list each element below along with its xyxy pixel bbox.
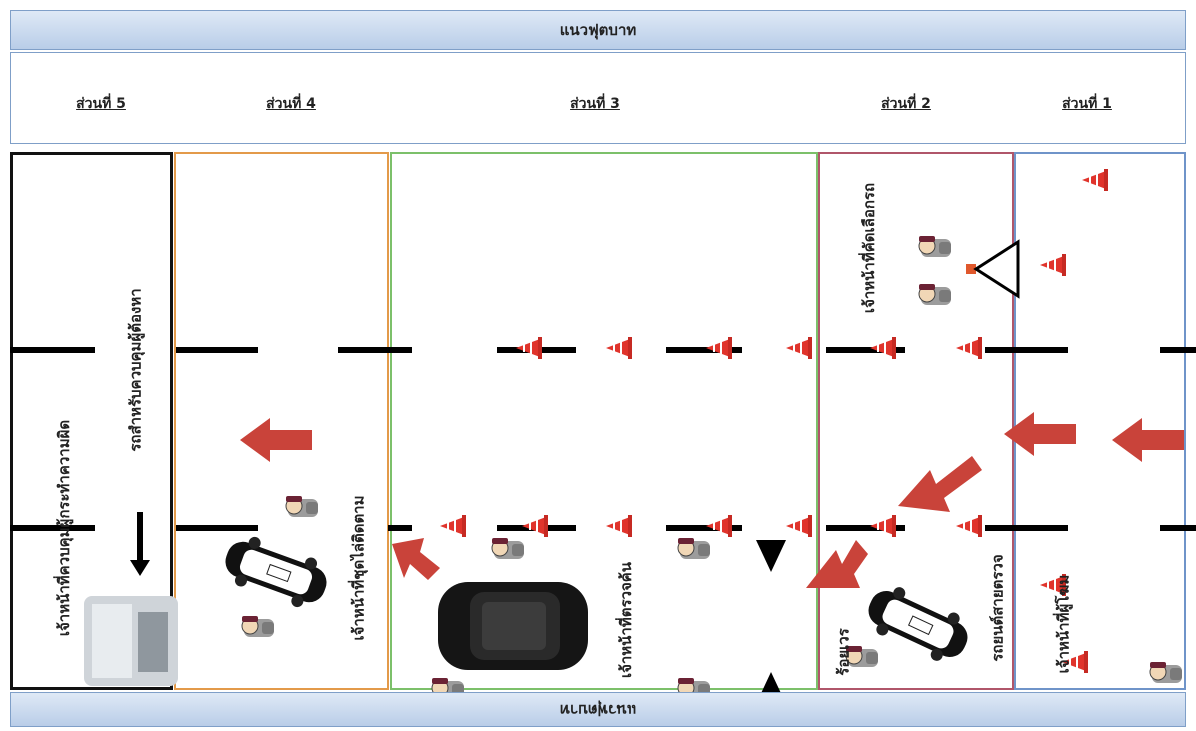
black-car-icon bbox=[438, 582, 588, 670]
section-label-row: ส่วนที่ 5 ส่วนที่ 4 ส่วนที่ 3 ส่วนที่ 2 … bbox=[10, 52, 1186, 144]
section-1-zone bbox=[1014, 152, 1186, 690]
arrow-diagonal-icon bbox=[392, 456, 982, 588]
pursuit-officer-label: เจ้าหน้าที่ชุดไล่ติดตาม bbox=[349, 495, 368, 641]
shoulder-band-bottom: แนวฟุตบาท bbox=[10, 692, 1186, 727]
sidewalk-label: แนวฟุตบาท bbox=[559, 21, 637, 39]
section-2-label: ส่วนที่ 2 bbox=[881, 96, 931, 112]
sidewalk-band-top: แนวฟุตบาท bbox=[10, 10, 1186, 50]
arrow-left-icon bbox=[240, 412, 1184, 462]
checkpoint-sign-icon bbox=[966, 239, 1020, 299]
police-car-icon bbox=[225, 536, 327, 608]
inspector-label: เจ้าหน้าที่ตรวจค้น bbox=[617, 561, 636, 679]
shoulder-label: แนวฟุตบาท bbox=[559, 700, 637, 719]
arrow-down-icon bbox=[130, 512, 150, 576]
section-3-label: ส่วนที่ 3 bbox=[570, 96, 620, 112]
section-5-label: ส่วนที่ 5 bbox=[76, 96, 126, 112]
patrol-car-label: รถยนต์สายตรวจ bbox=[988, 554, 1007, 662]
suspect-vehicle-label: รถสำหรับควบคุมผู้ต้องหา bbox=[126, 288, 145, 452]
lead-officer-label: เจ้าหน้าที่ผู้โฆม bbox=[1054, 574, 1073, 674]
section-1-label: ส่วนที่ 1 bbox=[1062, 96, 1112, 112]
suspect-van-icon bbox=[84, 596, 178, 686]
squad-label: ร้อยเวร bbox=[834, 628, 853, 676]
detention-officer-label: เจ้าหน้าที่ควบคุมผู้กระทำความผิด bbox=[55, 419, 74, 637]
traffic-selector-label: เจ้าหน้าที่คัดเลือกรถ bbox=[860, 182, 879, 314]
section-4-zone bbox=[174, 152, 389, 690]
officer-icon bbox=[37, 235, 1183, 720]
section-4-label: ส่วนที่ 4 bbox=[266, 96, 316, 112]
stop-marker-icon bbox=[756, 540, 786, 572]
police-car-icon bbox=[868, 587, 968, 661]
section-2-zone bbox=[818, 152, 1014, 690]
